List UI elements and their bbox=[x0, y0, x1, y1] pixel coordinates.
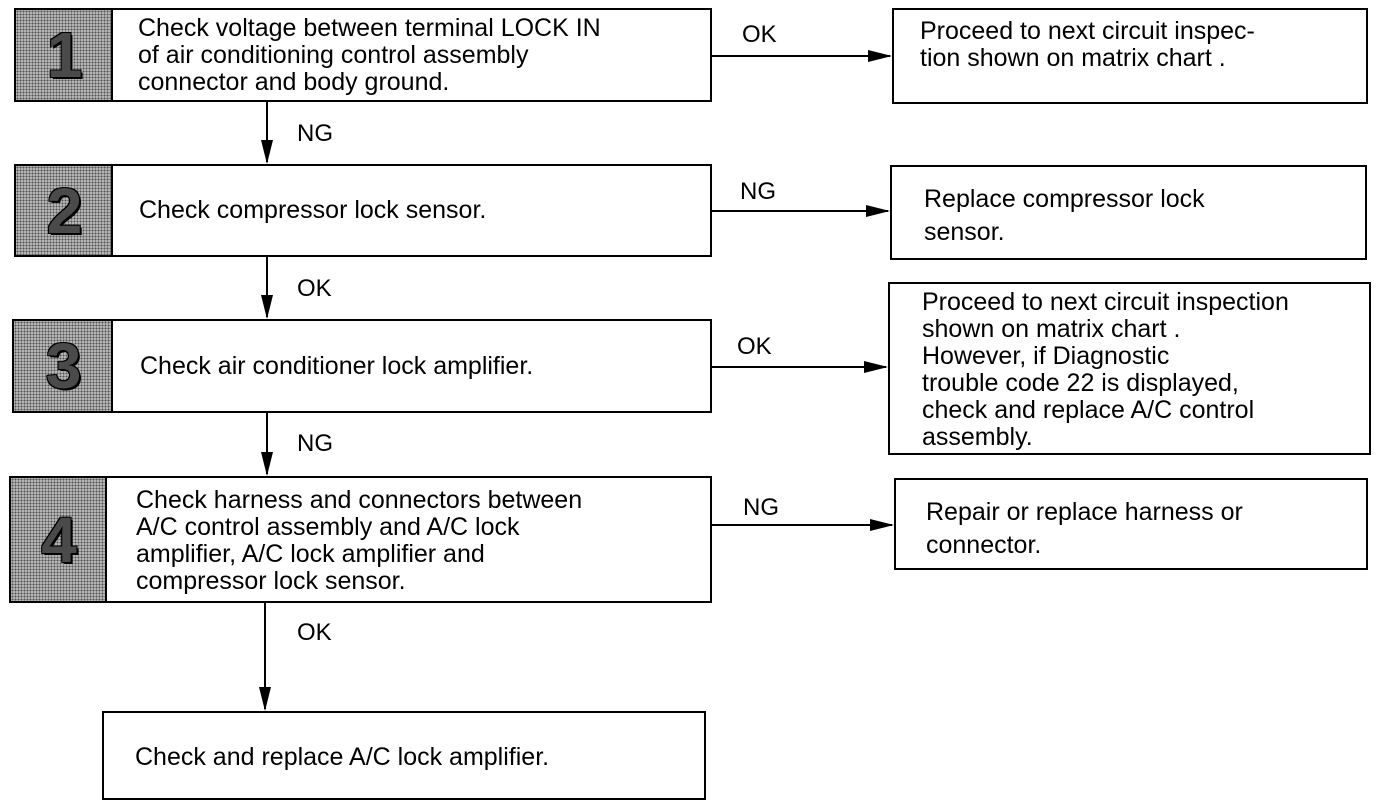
result-1-box: Proceed to next circuit inspec- tion sho… bbox=[892, 8, 1368, 104]
step-1-number-badge: 1 bbox=[16, 10, 113, 100]
step-3-text: Check air conditioner lock amplifier. bbox=[140, 352, 534, 380]
result-4-box: Repair or replace harness or connector. bbox=[894, 478, 1368, 570]
step-4-number-badge: 4 bbox=[11, 478, 107, 601]
step-2-box: 2 Check compressor lock sensor. bbox=[14, 164, 712, 257]
branch-label-step-4: NG bbox=[743, 494, 779, 521]
branch-label-step-1: OK bbox=[742, 21, 777, 48]
result-3-box: Proceed to next circuit inspection shown… bbox=[888, 282, 1371, 455]
result-1-text: Proceed to next circuit inspec- tion sho… bbox=[920, 17, 1255, 72]
branch-label-step-3: OK bbox=[737, 333, 772, 360]
result-4-text: Repair or replace harness or connector. bbox=[926, 498, 1243, 559]
result-3-text: Proceed to next circuit inspection shown… bbox=[922, 288, 1289, 451]
branch-label-step-2: NG bbox=[740, 178, 776, 205]
result-2-text: Replace compressor lock sensor. bbox=[924, 185, 1205, 246]
step-4-text: Check harness and connectors between A/C… bbox=[136, 486, 583, 595]
step-3-number: 3 bbox=[45, 330, 82, 402]
step-1-number: 1 bbox=[46, 19, 83, 91]
down-label-3: NG bbox=[297, 430, 333, 457]
step-1-text: Check voltage between terminal LOCK IN o… bbox=[138, 14, 601, 96]
step-3-box: 3 Check air conditioner lock amplifier. bbox=[12, 319, 712, 413]
step-2-number: 2 bbox=[46, 174, 83, 247]
step-4-box: 4 Check harness and connectors between A… bbox=[9, 476, 712, 603]
down-label-4: OK bbox=[297, 619, 332, 646]
step-2-number-badge: 2 bbox=[16, 166, 113, 255]
final-action-box: Check and replace A/C lock amplifier. bbox=[102, 711, 706, 800]
step-4-number: 4 bbox=[41, 503, 77, 576]
step-2-text: Check compressor lock sensor. bbox=[139, 196, 487, 224]
result-2-box: Replace compressor lock sensor. bbox=[890, 165, 1367, 260]
down-label-1: NG bbox=[297, 120, 333, 147]
down-label-2: OK bbox=[297, 275, 332, 302]
step-1-box: 1 Check voltage between terminal LOCK IN… bbox=[14, 8, 712, 102]
final-action-text: Check and replace A/C lock amplifier. bbox=[135, 743, 550, 771]
step-3-number-badge: 3 bbox=[14, 321, 113, 411]
